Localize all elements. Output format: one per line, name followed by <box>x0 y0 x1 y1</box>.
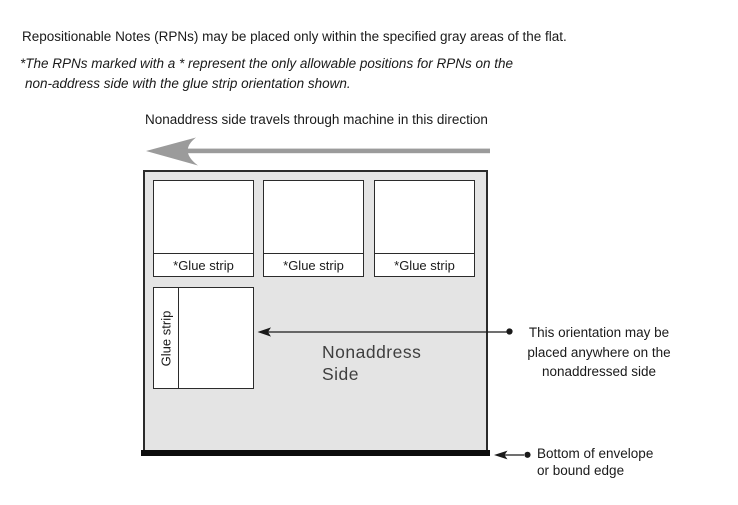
nonaddress-side-line-1: Nonaddress <box>322 342 422 362</box>
rpn-box-vertical: Glue strip <box>153 287 254 389</box>
bottom-edge-annotation: Bottom of envelope or bound edge <box>537 446 653 479</box>
nonaddress-side-label: Nonaddress Side <box>322 341 421 385</box>
nonaddress-side-line-2: Side <box>322 364 360 384</box>
intro-text: Repositionable Notes (RPNs) may be place… <box>22 29 567 44</box>
footnote-line-2: non-address side with the glue strip ori… <box>25 76 351 91</box>
orientation-annotation-line-3: nonaddressed side <box>541 364 657 379</box>
rpn-box-3-glue-strip-label: *Glue strip <box>375 253 474 276</box>
rpn-box-1-glue-strip-label: *Glue strip <box>154 253 253 276</box>
rpn-box-3: *Glue strip <box>374 180 475 277</box>
rpn-box-2-glue-strip-label: *Glue strip <box>264 253 363 276</box>
machine-direction-arrow <box>146 137 490 166</box>
bottom-edge-annotation-line-1: Bottom of envelope <box>537 446 654 461</box>
orientation-annotation: This orientation may be placed anywhere … <box>505 323 693 382</box>
envelope-bottom-edge <box>141 450 490 456</box>
orientation-annotation-line-1: This orientation may be <box>528 325 670 340</box>
vertical-glue-strip-label: Glue strip <box>158 310 174 366</box>
footnote-line-1: *The RPNs marked with a * represent the … <box>20 56 513 71</box>
rpn-box-2: *Glue strip <box>263 180 364 277</box>
bottom-edge-annotation-line-2: or bound edge <box>537 462 625 478</box>
orientation-annotation-line-2: placed anywhere on the <box>527 344 671 360</box>
vertical-glue-strip: Glue strip <box>154 288 179 388</box>
machine-direction-label: Nonaddress side travels through machine … <box>145 112 488 127</box>
bottom-edge-pointer-arrow <box>494 450 531 460</box>
rpn-footnote: *The RPNs marked with a * represent the … <box>20 54 513 94</box>
rpn-box-1: *Glue strip <box>153 180 254 277</box>
